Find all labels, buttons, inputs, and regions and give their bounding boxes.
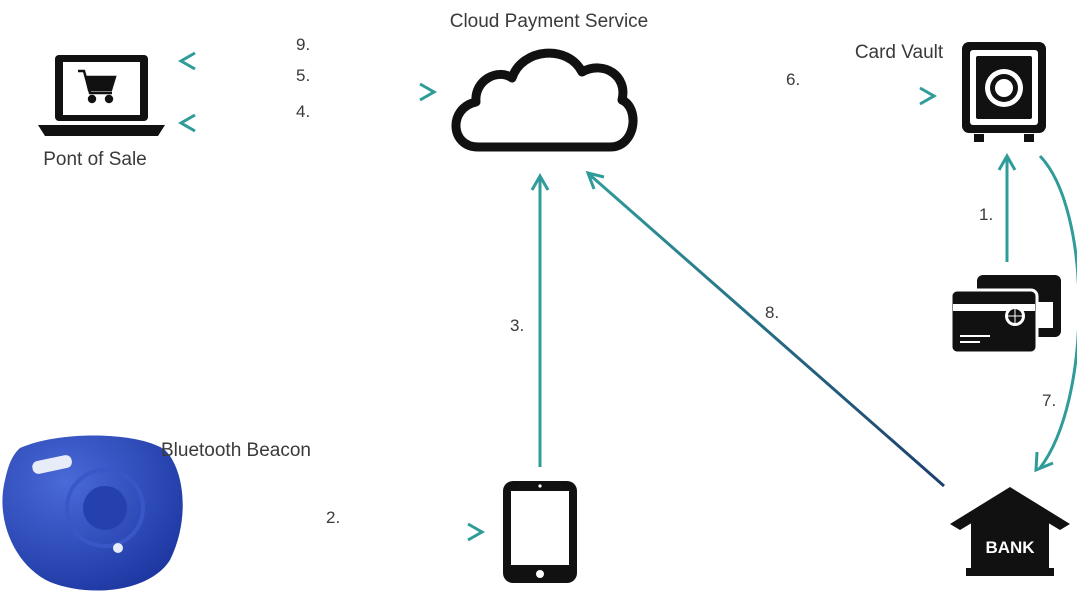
arrowhead-step-1 (997, 152, 1017, 171)
arrowhead-step-3 (530, 172, 550, 191)
smartphone-icon (503, 481, 577, 583)
arrowhead-step-9 (177, 51, 196, 71)
step-3-label: 3. (510, 316, 524, 335)
step-7-label: 7. (1042, 391, 1056, 410)
arrows (176, 51, 1077, 542)
step-2-label: 2. (326, 508, 340, 527)
arrowhead-step-5 (419, 82, 438, 102)
arrow-step-8 (589, 173, 945, 488)
bank-text: BANK (985, 538, 1035, 557)
arrowhead-step-8 (585, 170, 605, 190)
shopping-cart-icon (78, 69, 117, 104)
laptop-icon (38, 55, 165, 136)
bank-icon: BANK (950, 487, 1070, 576)
step-9-label: 9. (296, 35, 310, 54)
step-6-label: 6. (786, 70, 800, 89)
cloud-label: Cloud Payment Service (450, 11, 649, 32)
point-of-sale-label: Pont of Sale (43, 149, 147, 170)
credit-cards-icon (949, 275, 1061, 355)
card-vault-label: Card Vault (855, 42, 944, 63)
safe-icon (962, 42, 1046, 142)
bluetooth-beacon-icon (2, 435, 183, 591)
arrowhead-step-7 (1034, 451, 1054, 473)
step-8-label: 8. (765, 303, 779, 322)
arrow-step-7 (1038, 154, 1077, 469)
step-1-label: 1. (979, 205, 993, 224)
arrowhead-step-6 (919, 86, 938, 106)
arrowhead-step-2 (467, 522, 486, 542)
step-4-label: 4. (296, 102, 310, 121)
bluetooth-beacon-label: Bluetooth Beacon (161, 440, 311, 461)
arrowhead-step-4 (177, 113, 196, 133)
cloud-icon (451, 48, 638, 152)
step-5-label: 5. (296, 66, 310, 85)
